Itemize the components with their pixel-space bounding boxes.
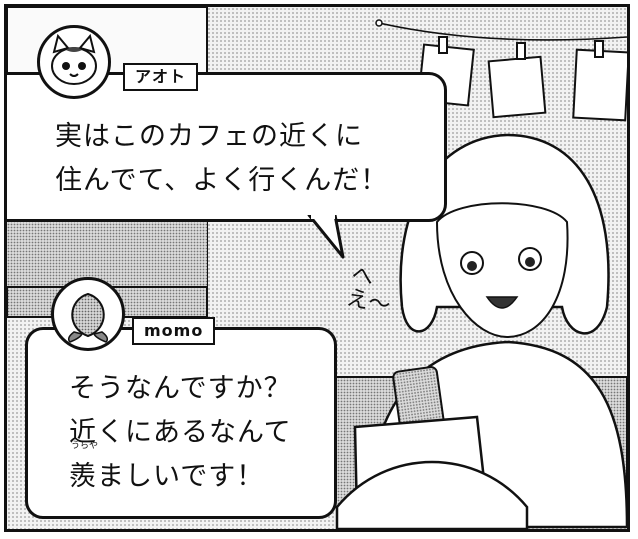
comic-panel: アオト 実はこのカフェの近くに 住んでて、よく行くんだ！ へえ〜 momo そう… xyxy=(4,4,630,532)
dialog-line: 住んでて、よく行くんだ！ xyxy=(55,165,389,196)
dialog-line-with-ruby: うらや 羨ましいです！ xyxy=(69,441,292,499)
dialog-line: 実はこのカフェの近くに xyxy=(55,121,363,152)
dialog-line: 羨ましいです！ xyxy=(69,461,265,492)
speaker-name-momo: momo xyxy=(132,317,216,345)
cat-face-icon xyxy=(37,25,111,99)
dialog-line: そうなんですか？ xyxy=(69,373,292,404)
dialog-line: 近くにあるなんて xyxy=(69,417,292,448)
speaker-name-aoto: アオト xyxy=(123,63,199,91)
peach-icon xyxy=(51,277,125,351)
dialog-text-momo: そうなんですか？ 近くにあるなんて うらや 羨ましいです！ xyxy=(69,367,292,499)
ruby-reading: うらや xyxy=(71,441,99,451)
dialog-text-aoto: 実はこのカフェの近くに 住んでて、よく行くんだ！ xyxy=(55,115,388,203)
speech-bubble-tail xyxy=(307,215,345,259)
